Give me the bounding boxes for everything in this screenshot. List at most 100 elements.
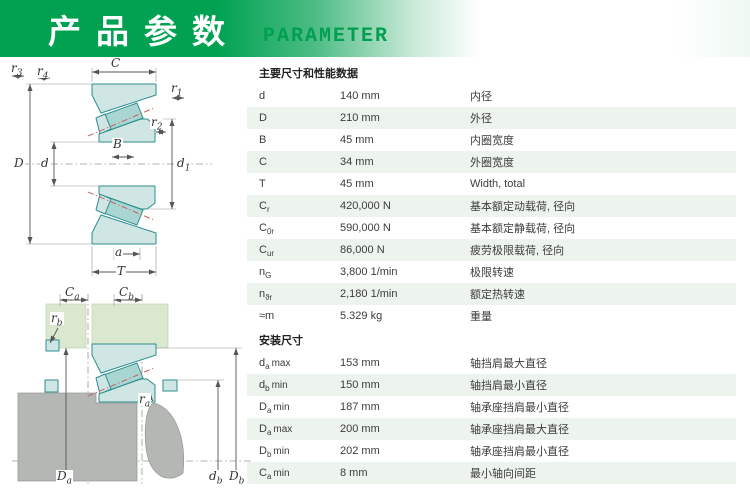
symbol-base: d [259,379,266,391]
dim-base: d [41,156,49,170]
dim-sub: a [66,476,72,487]
dim-base: r [139,392,145,406]
dim-sub: b [128,292,134,303]
symbol-subscript: b [266,450,272,457]
param-symbol: Cr [259,200,340,212]
dim-label-D: D [13,156,25,171]
dim-base: C [111,56,121,70]
housing-block-right [91,303,169,349]
param-value: 2,180 1/min [340,288,398,300]
dim-sub: 4 [42,71,49,82]
param-value: 5.329 kg [340,310,383,322]
dim-sub: b [56,318,63,329]
param-desc: 额定热转速 [470,289,525,301]
param-symbol: nϑr [259,288,340,300]
param-value: 34 mm [340,156,374,168]
outer-ring-top [91,83,157,114]
symbol-base: C [259,156,267,168]
param-desc: 基本额定动载荷, 径向 [470,201,576,213]
symbol-subscript: a [265,362,270,369]
symbol-base: C [259,244,267,256]
dim-label-r3: r3 [10,61,24,78]
dim-base: r [11,61,17,75]
param-symbol: T [259,178,340,190]
symbol-base: d [259,357,266,369]
param-symbol: D [259,112,340,124]
table-section-title-main: 主要尺寸和性能数据 [259,68,358,80]
mounting-dimensions-drawing [12,294,252,484]
param-value: 3,800 1/min [340,266,398,278]
dim-label-Db: Db [228,469,246,486]
param-symbol: Cur [259,244,340,256]
symbol-base: T [259,178,266,190]
symbol-base: C [259,222,267,234]
dim-label-C: C [110,56,122,71]
dim-base: B [113,137,122,151]
dim-sub: a [144,399,151,410]
dim-base: d [209,469,217,483]
param-value: 140 mm [340,90,380,102]
dim-label-r1: r1 [170,81,184,98]
param-value: 200 mm [340,423,380,435]
symbol-subscript: 0r [266,227,275,234]
housing-spacer-ring [45,339,60,352]
param-desc: 轴承座挡肩最小直径 [470,446,569,458]
symbol-subscript: G [265,271,272,278]
param-symbol: ≈m [259,310,340,322]
param-desc: 内径 [470,91,492,103]
symbol-suffix: max [271,358,291,369]
param-desc: 轴挡肩最大直径 [470,358,547,370]
param-desc: 轴承座挡肩最大直径 [470,424,569,436]
param-value: 86,000 N [340,244,385,256]
symbol-suffix: min [273,446,290,457]
inner-ring-rib-bottom [95,193,112,215]
param-value: 420,000 N [340,200,391,212]
param-value: 590,000 N [340,222,391,234]
symbol-base: B [259,134,267,146]
dim-label-B: B [112,137,123,152]
param-symbol: nG [259,266,340,278]
dim-label-r2: r2 [150,115,164,133]
param-value: 150 mm [340,379,380,391]
symbol-base: D [259,112,267,124]
dim-sub: 2 [156,122,163,133]
symbol-suffix: min [273,402,290,413]
page-header-banner: 产品参数 PARAMETER [0,0,750,57]
symbol-subscript: r [266,205,270,212]
leader-rb [49,327,59,344]
symbol-base: D [259,445,267,457]
param-desc: 最小轴向间距 [470,468,536,480]
page-title-zh: 产品参数 [48,13,240,50]
dim-sub: b [216,476,223,487]
dim-label-a: a [114,245,124,260]
param-desc: 极限转速 [470,267,514,279]
outer-ring-mounted [91,343,157,374]
symbol-suffix: min [273,468,290,479]
dim-sub: 1 [184,163,191,174]
symbol-base: C [259,467,267,479]
dim-base: r [51,311,57,325]
dim-label-Ca: Ca [64,285,81,302]
symbol-suffix: min [271,380,288,391]
param-symbol: C [259,156,340,168]
symbol-base: n [259,266,266,278]
param-desc: 轴挡肩最小直径 [470,380,547,392]
param-desc: 重量 [470,311,492,323]
dim-label-rb: rb [50,311,64,329]
dim-base: T [117,264,126,278]
param-desc: 内圈宽度 [470,135,514,147]
